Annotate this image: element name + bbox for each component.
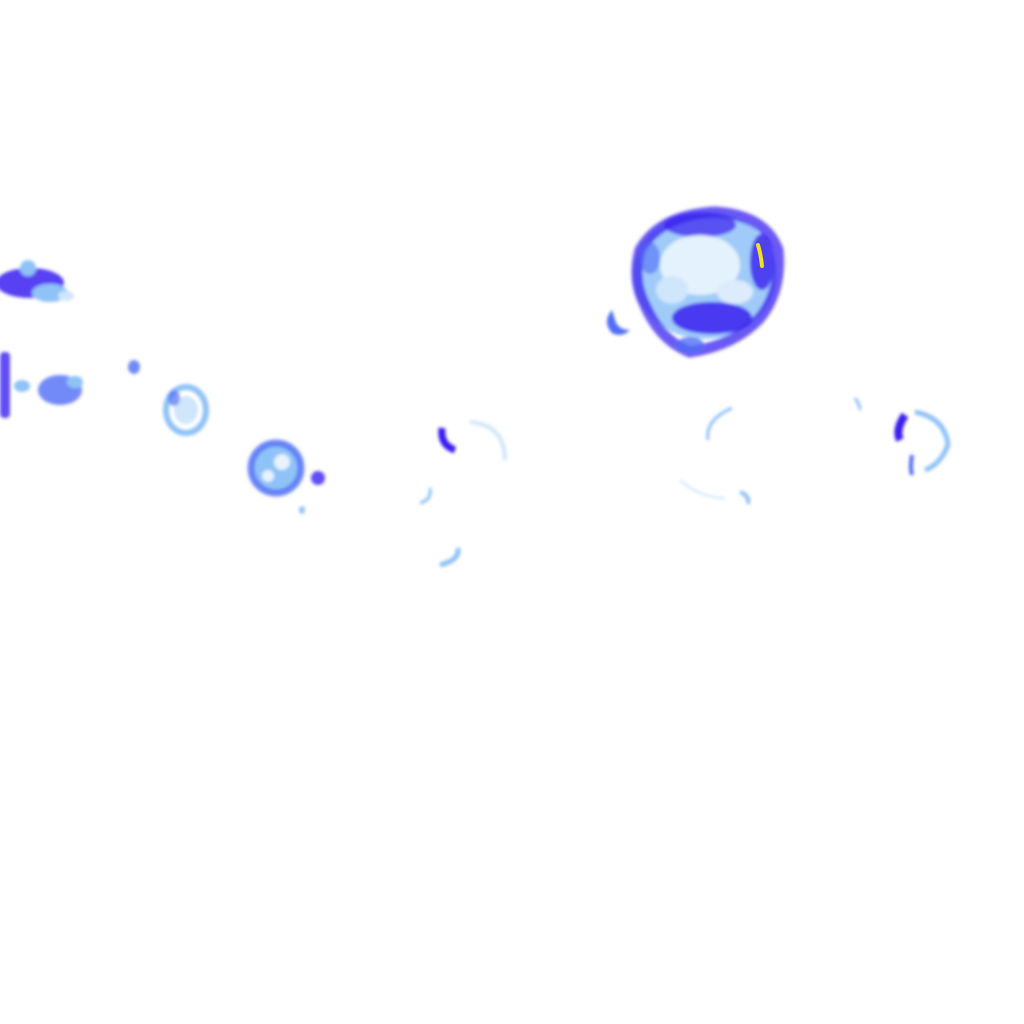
cell-faint-center bbox=[419, 420, 507, 568]
cell-small-crescent bbox=[607, 310, 630, 335]
cell-far-right bbox=[853, 397, 951, 476]
cell-faint-right bbox=[679, 406, 751, 505]
yellow-highlight bbox=[756, 243, 764, 268]
cell-cluster-left-top bbox=[0, 260, 74, 302]
cell-ring-1 bbox=[163, 384, 209, 436]
cell-ring-2 bbox=[247, 439, 325, 514]
cell-cluster-large bbox=[631, 206, 785, 358]
cell-cluster-left-middle bbox=[0, 352, 140, 418]
